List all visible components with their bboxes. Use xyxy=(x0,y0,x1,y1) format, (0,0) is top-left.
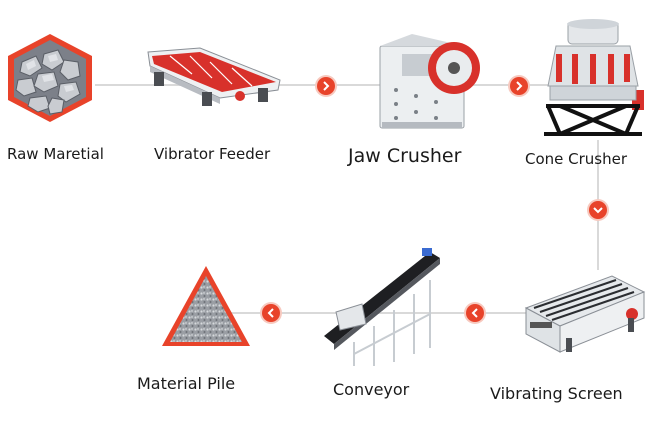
conveyor-image xyxy=(324,248,440,366)
vibrator-feeder-image xyxy=(147,47,281,106)
chevron-left-icon xyxy=(471,308,478,318)
flow-arrow-3 xyxy=(589,201,607,219)
step-label-cone-crusher: Cone Crusher xyxy=(525,150,628,168)
chevron-right-icon xyxy=(516,81,523,91)
step-label-raw-material: Raw Maretial xyxy=(7,145,104,163)
vibrating-screen-image xyxy=(524,275,646,353)
raw-material-image xyxy=(8,34,92,122)
step-label-conveyor: Conveyor xyxy=(333,380,410,399)
chevron-down-icon xyxy=(593,207,603,214)
chevron-right-icon xyxy=(323,81,330,91)
step-label-jaw-crusher: Jaw Crusher xyxy=(348,145,462,167)
flow-arrow-1 xyxy=(317,77,335,95)
flow-arrow-2 xyxy=(510,77,528,95)
jaw-crusher-image xyxy=(379,34,480,129)
cone-crusher-image xyxy=(544,19,644,136)
flow-arrow-5 xyxy=(262,304,280,322)
step-label-material-pile: Material Pile xyxy=(137,374,236,393)
connector-top xyxy=(95,84,600,86)
step-label-vibrating-screen: Vibrating Screen xyxy=(490,384,623,403)
flow-arrow-4 xyxy=(466,304,484,322)
chevron-left-icon xyxy=(267,308,274,318)
connector-bottom xyxy=(210,312,560,314)
step-label-vibrator-feeder: Vibrator Feeder xyxy=(154,145,271,163)
material-pile-image xyxy=(162,266,250,346)
